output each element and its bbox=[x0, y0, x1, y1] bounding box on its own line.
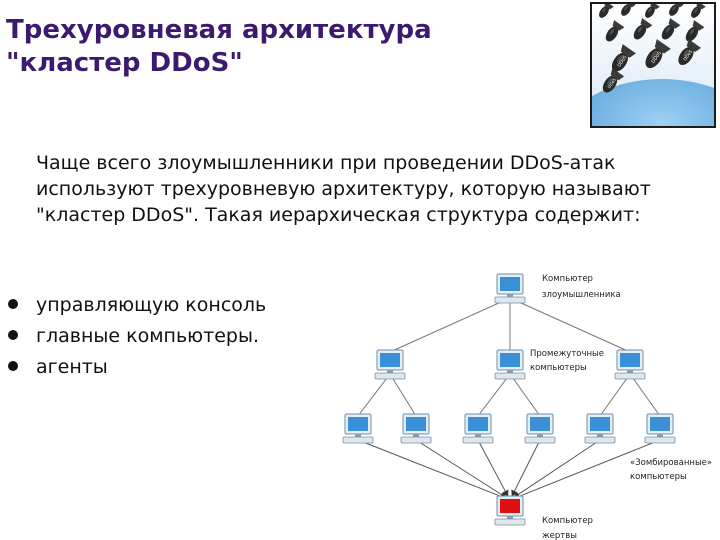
bullet-text: управляющую консоль bbox=[36, 294, 267, 316]
bomb-icon bbox=[599, 4, 614, 18]
bullet-item: агенты bbox=[0, 352, 266, 383]
bomb-icon bbox=[645, 4, 660, 18]
attack-arrow bbox=[477, 439, 506, 492]
link-intermediate-zombie bbox=[389, 373, 417, 417]
bomb-icon bbox=[685, 20, 705, 42]
bullet-icon bbox=[8, 330, 18, 340]
link-attacker-intermediate bbox=[509, 297, 631, 353]
bomb-group: DDoS DDoS DDoS DDoS bbox=[599, 4, 706, 93]
bomb-icon bbox=[669, 4, 684, 16]
victim-label: Компьютер жертвы bbox=[542, 516, 593, 540]
bomb-label: DDoS bbox=[606, 77, 617, 89]
link-intermediate-zombie bbox=[477, 373, 511, 417]
attacker-computer-icon bbox=[494, 273, 526, 304]
title-line-2: "кластер DDoS" bbox=[6, 48, 243, 78]
intermediate-computer-icon bbox=[614, 349, 646, 380]
attacker-label-line-1: Компьютер bbox=[542, 274, 593, 284]
attack-arrow bbox=[518, 439, 601, 495]
bullet-icon bbox=[8, 361, 18, 371]
attacker-label-line-2: злоумышленника bbox=[542, 290, 621, 300]
link-attacker-intermediate bbox=[389, 297, 511, 353]
bomb-icon: DDoS bbox=[678, 39, 702, 66]
link-intermediate-zombie bbox=[357, 373, 391, 417]
attack-arrow bbox=[514, 439, 541, 492]
title-line-1: Трехуровневая архитектура bbox=[6, 15, 432, 45]
link-intermediate-zombie bbox=[509, 373, 541, 417]
bomb-icon bbox=[621, 4, 636, 16]
zombie-computer-icon bbox=[462, 413, 494, 444]
intro-paragraph: Чаще всего злоумышленники при проведении… bbox=[36, 152, 651, 226]
intermediate-label: Промежуточные компьютеры bbox=[530, 349, 604, 373]
bullet-icon bbox=[8, 299, 18, 309]
diagram-links bbox=[357, 297, 661, 500]
bullet-item: управляющую консоль bbox=[0, 290, 266, 321]
intermediate-computer-icon bbox=[494, 349, 526, 380]
zombie-label: «Зомбированные» компьютеры bbox=[630, 458, 712, 482]
bomb-icon bbox=[661, 18, 681, 40]
bomb-label: DDoS bbox=[682, 49, 694, 62]
victim-label-line-1: Компьютер bbox=[542, 516, 593, 526]
bomb-icon: DDoS bbox=[602, 68, 625, 93]
link-intermediate-zombie bbox=[599, 373, 631, 417]
ddos-bombs-illustration: DDoS DDoS DDoS DDoS bbox=[590, 2, 716, 128]
zombie-computer-icon bbox=[644, 413, 676, 444]
attacker-label: Компьютер злоумышленника bbox=[542, 274, 621, 300]
bomb-icon bbox=[691, 4, 706, 18]
bullet-list: управляющую консоль главные компьютеры. … bbox=[0, 290, 266, 383]
arrow-head-icon bbox=[511, 489, 518, 497]
intermediate-label-line-1: Промежуточные bbox=[530, 349, 604, 359]
bomb-icon bbox=[605, 20, 625, 42]
diagram-nodes bbox=[342, 273, 676, 526]
arrow-head-icon bbox=[502, 489, 509, 497]
bullet-text: главные компьютеры. bbox=[36, 325, 260, 347]
bullet-item: главные компьютеры. bbox=[0, 321, 266, 352]
zombie-computer-icon bbox=[524, 413, 556, 444]
bomb-icon bbox=[633, 18, 653, 40]
attack-arrow bbox=[519, 439, 661, 497]
bomb-icon: DDoS bbox=[645, 39, 671, 69]
victim-computer-icon bbox=[494, 495, 526, 526]
ddos-cluster-diagram: Компьютер злоумышленника Промежуточные к… bbox=[342, 273, 712, 540]
bomb-icon: DDoS bbox=[611, 44, 636, 72]
attack-arrow bbox=[415, 439, 502, 496]
bullet-text: агенты bbox=[36, 356, 108, 378]
intermediate-computer-icon bbox=[374, 349, 406, 380]
zombie-computer-icon bbox=[400, 413, 432, 444]
zombie-label-line-2: компьютеры bbox=[630, 472, 687, 482]
zombie-computer-icon bbox=[342, 413, 374, 444]
zombie-computer-icon bbox=[584, 413, 616, 444]
attack-arrow bbox=[357, 439, 501, 497]
zombie-label-line-1: «Зомбированные» bbox=[630, 458, 712, 468]
link-intermediate-zombie bbox=[629, 373, 661, 417]
slide-title: Трехуровневая архитектура "кластер DDoS" bbox=[6, 14, 566, 80]
ddos-bombs-icon: DDoS DDoS DDoS DDoS bbox=[592, 4, 714, 126]
victim-label-line-2: жертвы bbox=[542, 531, 577, 540]
intermediate-label-line-2: компьютеры bbox=[530, 363, 587, 373]
